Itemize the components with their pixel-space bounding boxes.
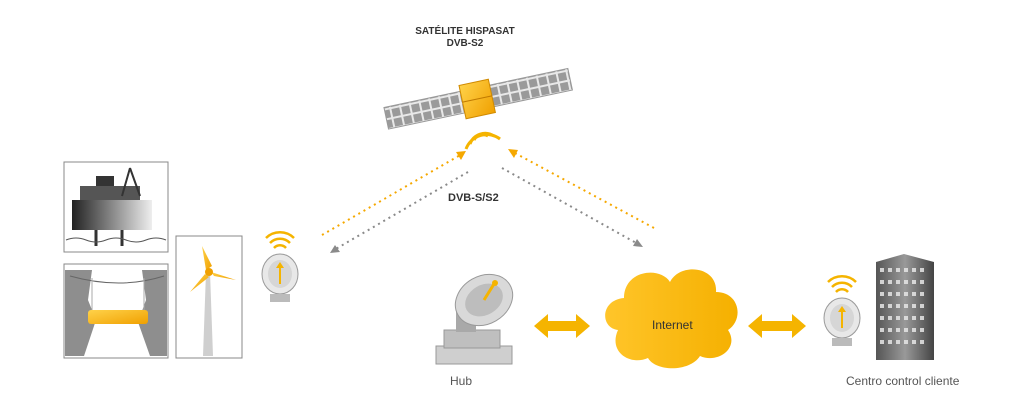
double-arrow-icon bbox=[534, 314, 806, 338]
client-vsat-terminal-icon bbox=[823, 275, 861, 346]
dam-icon bbox=[63, 263, 169, 359]
uplink-left bbox=[321, 151, 466, 236]
satellite-name: SATÉLITE HISPASAT bbox=[415, 26, 515, 37]
hub-label: Hub bbox=[450, 374, 473, 388]
wind-turbine-icon bbox=[175, 235, 243, 359]
satellite-standard: DVB-S2 bbox=[446, 38, 484, 49]
link-label: DVB-S/S2 bbox=[448, 192, 499, 204]
oil-platform-icon bbox=[63, 161, 169, 253]
internet-cloud-icon bbox=[605, 269, 738, 369]
client-center-label: Centro control cliente bbox=[846, 374, 960, 388]
satellite-title: SATÉLITE HISPASAT DVB-S2 bbox=[410, 26, 520, 50]
downlink-right bbox=[501, 167, 643, 247]
uplink-right bbox=[508, 149, 655, 229]
internet-label: Internet bbox=[652, 318, 693, 332]
hub-antenna-icon bbox=[435, 273, 514, 365]
vsat-terminal-icon bbox=[261, 231, 299, 302]
satellite-icon bbox=[383, 67, 574, 150]
office-building-icon bbox=[876, 254, 934, 360]
downlink-left bbox=[330, 171, 469, 253]
